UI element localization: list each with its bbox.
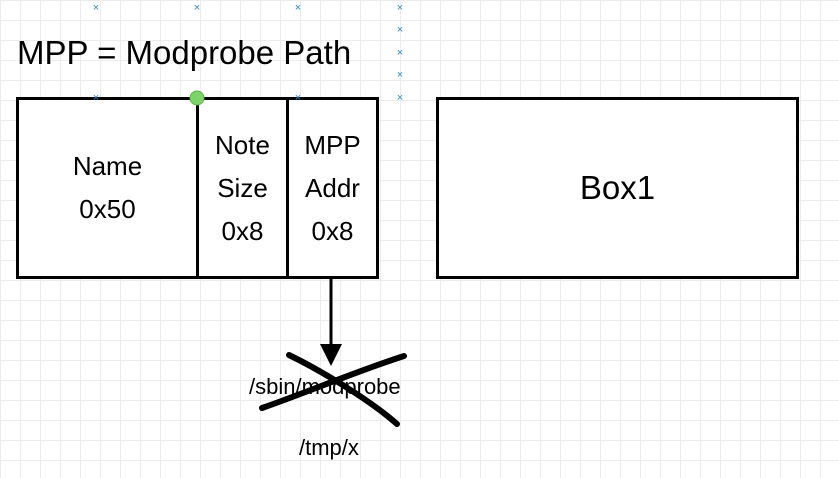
pointer-arrow[interactable] xyxy=(320,279,342,366)
x-mark-icon[interactable]: × xyxy=(396,69,404,81)
field-note-size-label-1: Note xyxy=(215,129,270,160)
green-dot-icon[interactable] xyxy=(189,90,205,106)
x-mark-icon[interactable]: × xyxy=(294,92,302,104)
box1[interactable] xyxy=(436,97,799,279)
new-path-label[interactable]: /tmp/x xyxy=(299,435,359,460)
field-name-label: Name xyxy=(72,151,143,181)
x-mark-icon[interactable]: × xyxy=(396,92,404,104)
x-mark-icon[interactable]: × xyxy=(193,2,201,14)
x-mark-icon[interactable]: × xyxy=(396,47,404,59)
field-note-size-size: 0x8 xyxy=(221,215,264,246)
x-mark-icon[interactable]: × xyxy=(396,2,404,14)
field-note-size-label-2: Size xyxy=(217,172,268,203)
field-mpp-addr-label-2: Addr xyxy=(305,172,360,203)
field-mpp-addr-size: 0x8 xyxy=(311,215,354,246)
field-name[interactable]: Name 0x50 xyxy=(19,97,196,279)
x-mark-icon[interactable]: × xyxy=(92,92,100,104)
x-mark-icon[interactable]: × xyxy=(294,2,302,14)
x-mark-icon[interactable]: × xyxy=(92,2,100,14)
x-mark-icon[interactable]: × xyxy=(396,24,404,36)
field-name-size: 0x50 xyxy=(79,194,136,224)
arrow-head-icon xyxy=(320,344,342,366)
struct-divider-1 xyxy=(196,97,199,279)
field-note-size[interactable]: Note Size 0x8 xyxy=(199,97,286,279)
diagram-title[interactable]: MPP = Modprobe Path xyxy=(17,34,352,71)
field-mpp-addr[interactable]: MPP Addr 0x8 xyxy=(289,97,376,279)
field-mpp-addr-label-1: MPP xyxy=(304,129,361,160)
box1-label: Box1 xyxy=(579,169,656,206)
x-cross-icon[interactable] xyxy=(259,352,407,427)
struct-divider-2 xyxy=(286,97,289,279)
